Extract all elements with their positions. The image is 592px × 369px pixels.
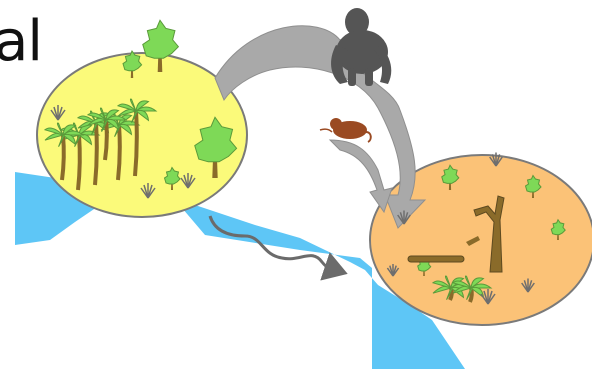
fallen-log-icon bbox=[408, 256, 464, 262]
dispersal-arrow-small bbox=[330, 140, 392, 212]
rodent-icon bbox=[320, 118, 371, 142]
heading-text: al bbox=[0, 14, 42, 70]
